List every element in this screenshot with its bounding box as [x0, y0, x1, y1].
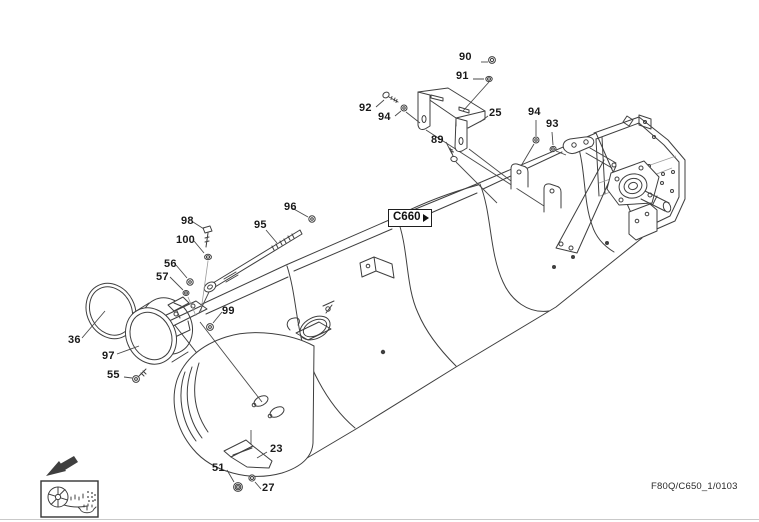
- bolt-90: [488, 56, 496, 64]
- frame-bottom-plate: [628, 203, 658, 241]
- washer-93: [549, 145, 557, 153]
- clamp-band-97: [125, 296, 193, 365]
- part-label-90[interactable]: 90: [459, 51, 472, 63]
- part-label-100[interactable]: 100: [176, 234, 195, 246]
- strap-bracket: [359, 256, 395, 279]
- document-code: F80Q/C650_1/0103: [651, 481, 738, 492]
- output-shaft: [640, 190, 672, 213]
- body-bolt-dot: [552, 265, 556, 269]
- nut-99: [206, 323, 214, 331]
- bolt-92: [382, 91, 399, 103]
- ref-c660-button[interactable]: C660: [388, 209, 432, 227]
- part-label-27[interactable]: 27: [262, 482, 275, 494]
- blade-23: [223, 439, 273, 469]
- flow-pictogram-box: [40, 480, 99, 518]
- part-label-92[interactable]: 92: [359, 102, 372, 114]
- body-bolt-dot: [380, 349, 386, 355]
- part-label-56[interactable]: 56: [164, 258, 177, 270]
- nut-51: [233, 482, 243, 492]
- part-label-89[interactable]: 89: [431, 134, 444, 146]
- part-label-99[interactable]: 99: [222, 305, 235, 317]
- page-bottom-divider: [0, 519, 759, 520]
- part-label-23[interactable]: 23: [270, 443, 283, 455]
- cap-handle-cutouts: [251, 395, 285, 419]
- part-label-94-left[interactable]: 94: [378, 111, 391, 123]
- carry-handle: [286, 300, 335, 341]
- nut-94-right: [532, 136, 540, 144]
- washer-91: [485, 75, 493, 83]
- leader-lines: [81, 61, 567, 490]
- part-label-36[interactable]: 36: [68, 334, 81, 346]
- part-label-93[interactable]: 93: [546, 118, 559, 130]
- rod-95: [203, 229, 303, 293]
- rotor-discharge-flow-icon: [47, 486, 97, 514]
- bolt-98: [202, 225, 213, 248]
- part-label-55[interactable]: 55: [107, 369, 120, 381]
- part-label-91[interactable]: 91: [456, 70, 469, 82]
- bolt-55: [132, 368, 147, 383]
- part-label-25[interactable]: 25: [489, 107, 502, 119]
- part-label-96[interactable]: 96: [284, 201, 297, 213]
- part-label-97[interactable]: 97: [102, 350, 115, 362]
- nut-94-left: [400, 104, 408, 112]
- nut-56: [186, 278, 194, 286]
- part-label-95[interactable]: 95: [254, 219, 267, 231]
- body-bolt-dot: [605, 241, 609, 245]
- body-bolt-dot: [571, 255, 575, 259]
- mount-tab-1: [510, 163, 529, 190]
- end-cap: [173, 332, 315, 477]
- part-label-98[interactable]: 98: [181, 215, 194, 227]
- right-triangle-icon: [422, 214, 429, 222]
- mount-tab-2: [543, 183, 562, 213]
- ref-c660-label: C660: [393, 211, 421, 224]
- part-label-51[interactable]: 51: [212, 462, 225, 474]
- pivot-plate: [562, 136, 595, 154]
- part-label-94-right[interactable]: 94: [528, 106, 541, 118]
- pto-hub: [606, 160, 672, 213]
- nut-96: [308, 215, 316, 223]
- ring-36: [85, 282, 137, 340]
- part-label-57[interactable]: 57: [156, 271, 169, 283]
- washer-27: [248, 474, 256, 482]
- washer-57: [182, 290, 190, 296]
- washer-100: [204, 253, 212, 261]
- bracket-25: [417, 87, 486, 152]
- down-left-solid-arrow-icon: [46, 456, 78, 476]
